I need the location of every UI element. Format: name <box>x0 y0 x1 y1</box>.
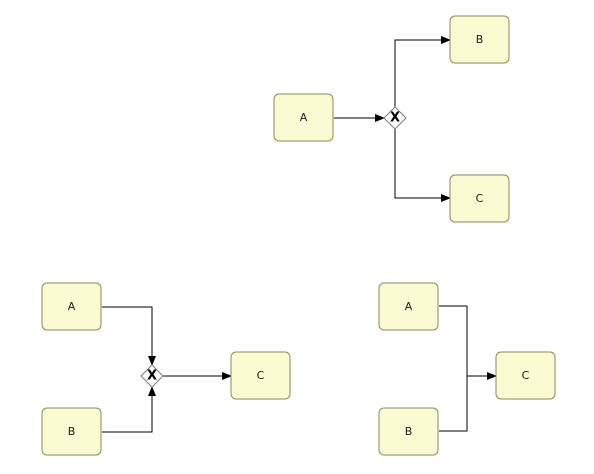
gateway-mark: X <box>147 369 157 384</box>
flow-b-to-merge <box>439 376 468 432</box>
task-label: B <box>476 33 484 46</box>
task-label: A <box>405 300 413 313</box>
bottom-left-diagram: X A B C <box>41 282 291 456</box>
task-c-bottom-right[interactable]: C <box>495 351 556 400</box>
task-c-bottom-left[interactable]: C <box>230 351 291 400</box>
task-c-top[interactable]: C <box>449 174 510 223</box>
task-a-bottom-right[interactable]: A <box>378 282 439 331</box>
task-b-bottom-right[interactable]: B <box>378 407 439 456</box>
task-label: C <box>257 369 265 382</box>
flow-gateway-to-b <box>394 36 451 107</box>
flow-a-to-gateway <box>102 306 156 366</box>
flow-b-to-gateway <box>102 386 156 433</box>
task-label: A <box>300 111 308 124</box>
task-label: B <box>405 425 413 438</box>
flow-gateway-to-c <box>394 129 451 202</box>
task-label: C <box>476 192 484 205</box>
task-label: C <box>522 369 530 382</box>
bottom-right-diagram: A B C <box>378 282 556 456</box>
task-b-top[interactable]: B <box>449 15 510 64</box>
task-label: A <box>68 300 76 313</box>
task-a-top[interactable]: A <box>273 93 334 142</box>
task-b-bottom-left[interactable]: B <box>41 407 102 456</box>
gateway-mark: X <box>390 111 400 126</box>
task-label: B <box>68 425 76 438</box>
top-diagram: X A B C <box>273 15 510 223</box>
exclusive-gateway-top[interactable]: X <box>383 106 407 130</box>
exclusive-gateway-bottom-left[interactable]: X <box>140 364 164 388</box>
task-a-bottom-left[interactable]: A <box>41 282 102 331</box>
flow-a-to-merge <box>439 305 468 376</box>
exclusive-gateway-icon <box>140 364 164 388</box>
exclusive-gateway-icon <box>383 106 407 130</box>
